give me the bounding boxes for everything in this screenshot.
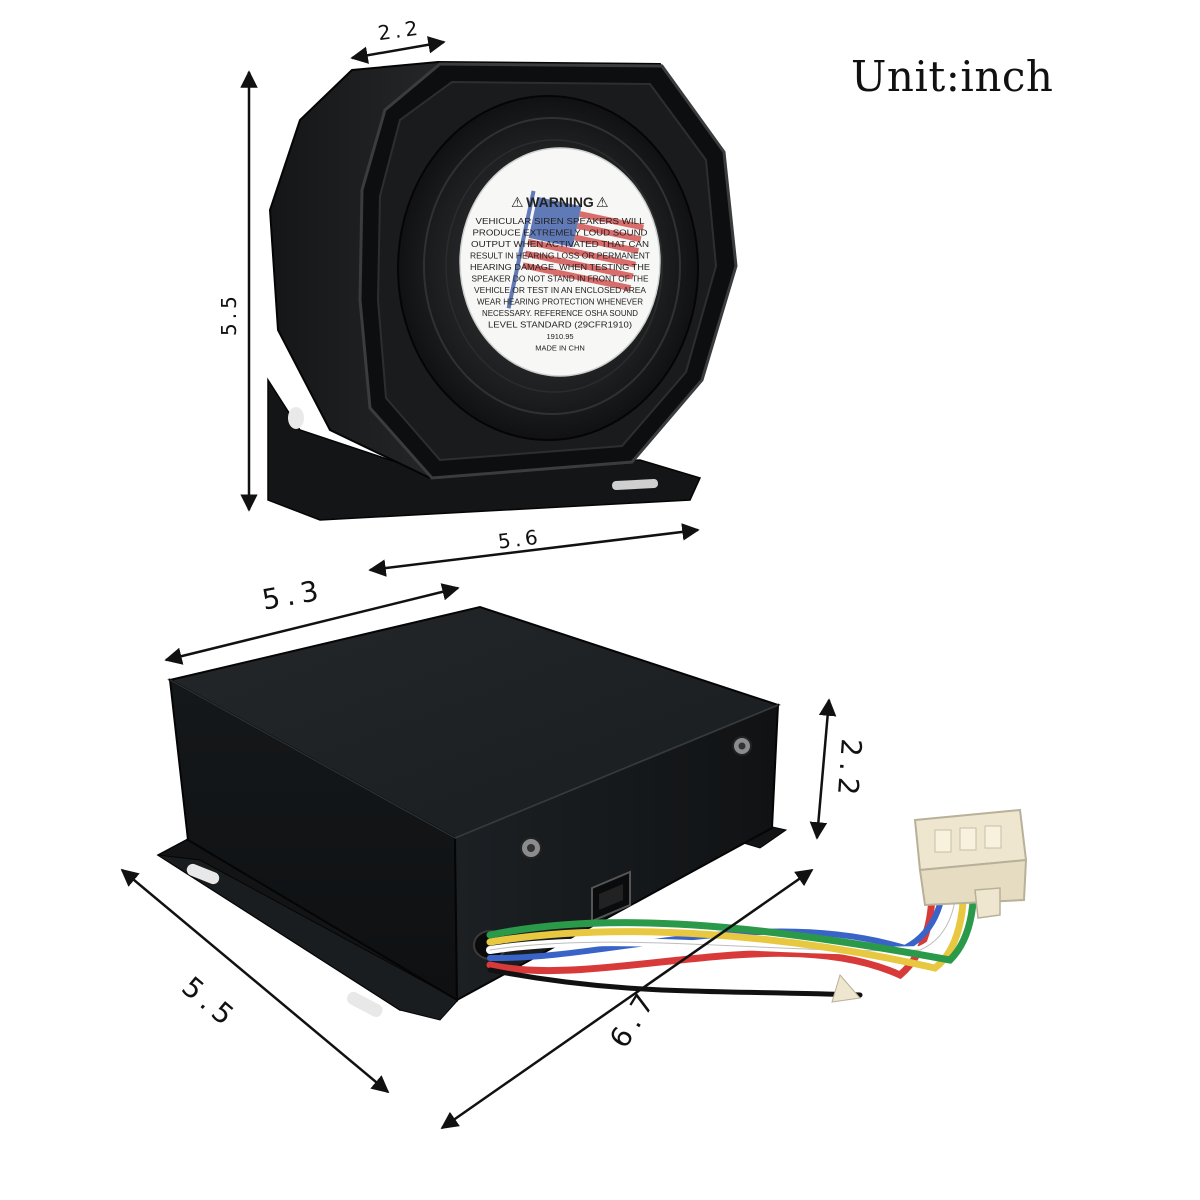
warning-triangle-right-icon: ⚠	[596, 194, 609, 210]
speaker-depth-value: 2.2	[376, 15, 423, 45]
warning-triangle-left-icon: ⚠	[511, 194, 524, 210]
warning-text-line: OUTPUT WHEN ACTIVATED THAT CAN	[471, 240, 649, 249]
warning-text-line: HEARING DAMAGE. WHEN TESTING THE	[470, 263, 650, 272]
amp-width-value: 6.7	[603, 983, 664, 1054]
bracket-slot-right	[612, 479, 659, 490]
warning-text-lines: VEHICULAR SIREN SPEAKERS WILL PRODUCE EXT…	[470, 217, 650, 353]
bracket-hole-left	[288, 407, 304, 429]
warning-text-line: 1910.95	[546, 332, 573, 341]
flag-graphic	[506, 190, 644, 309]
speaker-bracket	[267, 377, 702, 521]
amp-length-value: 5.3	[259, 573, 326, 616]
warning-text-line: SPEAKER DO NOT STAND IN FRONT OF THE	[472, 275, 649, 284]
warning-text-line: WEAR HEARING PROTECTION WHENEVER	[477, 298, 643, 307]
screw-icon	[520, 837, 542, 859]
warning-text-line: PRODUCE EXTREMELY LOUD SOUND	[473, 229, 648, 238]
unit-label: Unit:inch	[851, 52, 1054, 101]
speaker-height-value: 5.5	[217, 292, 241, 336]
amp-depth-value: 5.5	[176, 970, 245, 1035]
siren-amplifier	[156, 605, 1028, 1021]
amp-height-value: 2.2	[831, 738, 868, 803]
wire-connector	[913, 808, 1028, 919]
warning-text-line: MADE IN CHN	[535, 344, 585, 353]
warning-text-line: NECESSARY. REFERENCE OSHA SOUND	[482, 309, 638, 318]
warning-text-line: VEHICULAR SIREN SPEAKERS WILL	[476, 217, 646, 226]
warning-text-line: RESULT IN HEARING LOSS OR PERMANENT	[470, 252, 650, 261]
warning-title: WARNING	[526, 194, 594, 210]
speaker-dimension-height: 5.5	[217, 70, 258, 512]
amp-dimension-height: 2.2	[809, 698, 868, 840]
screw-icon	[732, 736, 752, 756]
warning-label: WARNING ⚠ ⚠ VEHICULAR SIREN SPEAKERS WIL…	[459, 147, 661, 377]
siren-speaker: WARNING ⚠ ⚠ VEHICULAR SIREN SPEAKERS WIL…	[267, 60, 738, 521]
speaker-dimension-depth: 2.2	[350, 15, 446, 64]
speaker-dimension-width: 5.6	[368, 523, 700, 577]
warning-text-line: LEVEL STANDARD (29CFR1910)	[488, 321, 632, 330]
warning-text-line: VEHICLE OR TEST IN AN ENCLOSED AREA	[474, 286, 647, 295]
speaker-width-value: 5.6	[497, 524, 543, 553]
